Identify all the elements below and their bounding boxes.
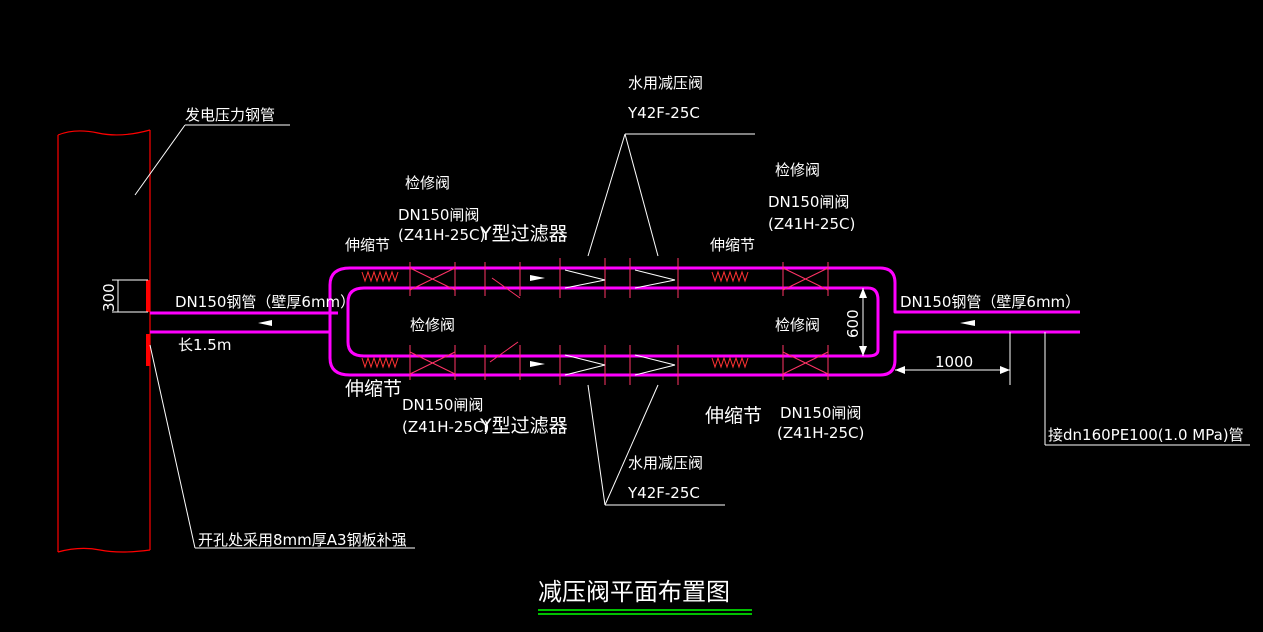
dim-600-label: 600 bbox=[844, 309, 862, 338]
bottom-right-gate-model: (Z41H-25C) bbox=[777, 424, 864, 442]
top-filter bbox=[484, 262, 521, 299]
top-prv-model: Y42F-25C bbox=[627, 104, 700, 122]
top-prv-1 bbox=[559, 258, 606, 298]
top-right-inspect-label: 检修阀 bbox=[775, 161, 820, 179]
mid-left-inspect-label: 检修阀 bbox=[410, 316, 455, 334]
top-left-gate-model: (Z41H-25C) bbox=[398, 226, 485, 244]
bottom-expansion-joint-left bbox=[361, 356, 399, 369]
bottom-left-gate-valve bbox=[409, 345, 456, 380]
generator-pipe-label: 发电压力钢管 bbox=[185, 106, 275, 124]
bottom-expansion-joint-right bbox=[711, 356, 749, 369]
inlet-flow-arrow bbox=[258, 320, 272, 326]
top-left-expansion-label: 伸缩节 bbox=[345, 236, 390, 254]
outlet-flow-arrow bbox=[960, 320, 975, 326]
top-left-gate-label: DN150闸阀 bbox=[398, 206, 479, 224]
pipe-network bbox=[150, 266, 1080, 377]
length-label: 长1.5m bbox=[178, 336, 231, 354]
bottom-right-gate-label: DN150闸阀 bbox=[780, 404, 861, 422]
mid-right-inspect-label: 检修阀 bbox=[775, 316, 820, 334]
generator-pipe-leader bbox=[134, 124, 186, 196]
bottom-prv-model: Y42F-25C bbox=[627, 484, 700, 502]
bottom-prv-name: 水用减压阀 bbox=[628, 454, 703, 472]
bottom-left-gate-label: DN150闸阀 bbox=[402, 396, 483, 414]
dim-300-label: 300 bbox=[100, 283, 118, 312]
drawing-title: 减压阀平面布置图 bbox=[538, 578, 730, 606]
top-right-gate-model: (Z41H-25C) bbox=[768, 215, 855, 233]
bottom-prv-2 bbox=[629, 345, 679, 385]
dn150-right-label: DN150钢管（壁厚6mm） bbox=[900, 293, 1080, 311]
top-right-gate-valve bbox=[782, 262, 829, 296]
generator-pressure-pipe bbox=[57, 129, 151, 553]
bottom-right-expansion-label: 伸缩节 bbox=[705, 405, 762, 427]
top-right-gate-label: DN150闸阀 bbox=[768, 193, 849, 211]
bottom-filter bbox=[484, 341, 521, 380]
top-filter-label: Y型过滤器 bbox=[479, 223, 568, 245]
reinforce-note-leader bbox=[149, 344, 196, 549]
bottom-left-gate-model: (Z41H-25C) bbox=[402, 418, 489, 436]
dimension-1000 bbox=[895, 332, 1011, 385]
top-prv-name: 水用减压阀 bbox=[628, 74, 703, 92]
bottom-prv-1 bbox=[559, 345, 606, 385]
dimension-300 bbox=[112, 279, 148, 313]
top-left-gate-valve bbox=[409, 262, 456, 296]
bottom-left-expansion-label: 伸缩节 bbox=[345, 378, 402, 400]
bottom-flow-arrow-1 bbox=[530, 361, 545, 367]
reinforce-note-label: 开孔处采用8mm厚A3钢板补强 bbox=[198, 531, 407, 549]
top-expansion-joint-right bbox=[711, 270, 749, 283]
dim-1000-label: 1000 bbox=[935, 353, 973, 371]
bottom-filter-label: Y型过滤器 bbox=[479, 415, 568, 437]
dn150-left-label: DN150钢管（壁厚6mm） bbox=[175, 293, 355, 311]
outlet-note-label: 接dn160PE100(1.0 MPa)管 bbox=[1048, 426, 1244, 444]
top-left-inspect-label: 检修阀 bbox=[405, 174, 450, 192]
top-right-expansion-label: 伸缩节 bbox=[710, 236, 755, 254]
top-expansion-joint-left bbox=[361, 270, 399, 283]
top-flow-arrow-1 bbox=[530, 275, 545, 281]
bottom-right-gate-valve bbox=[782, 345, 829, 380]
top-prv-2 bbox=[629, 258, 679, 298]
